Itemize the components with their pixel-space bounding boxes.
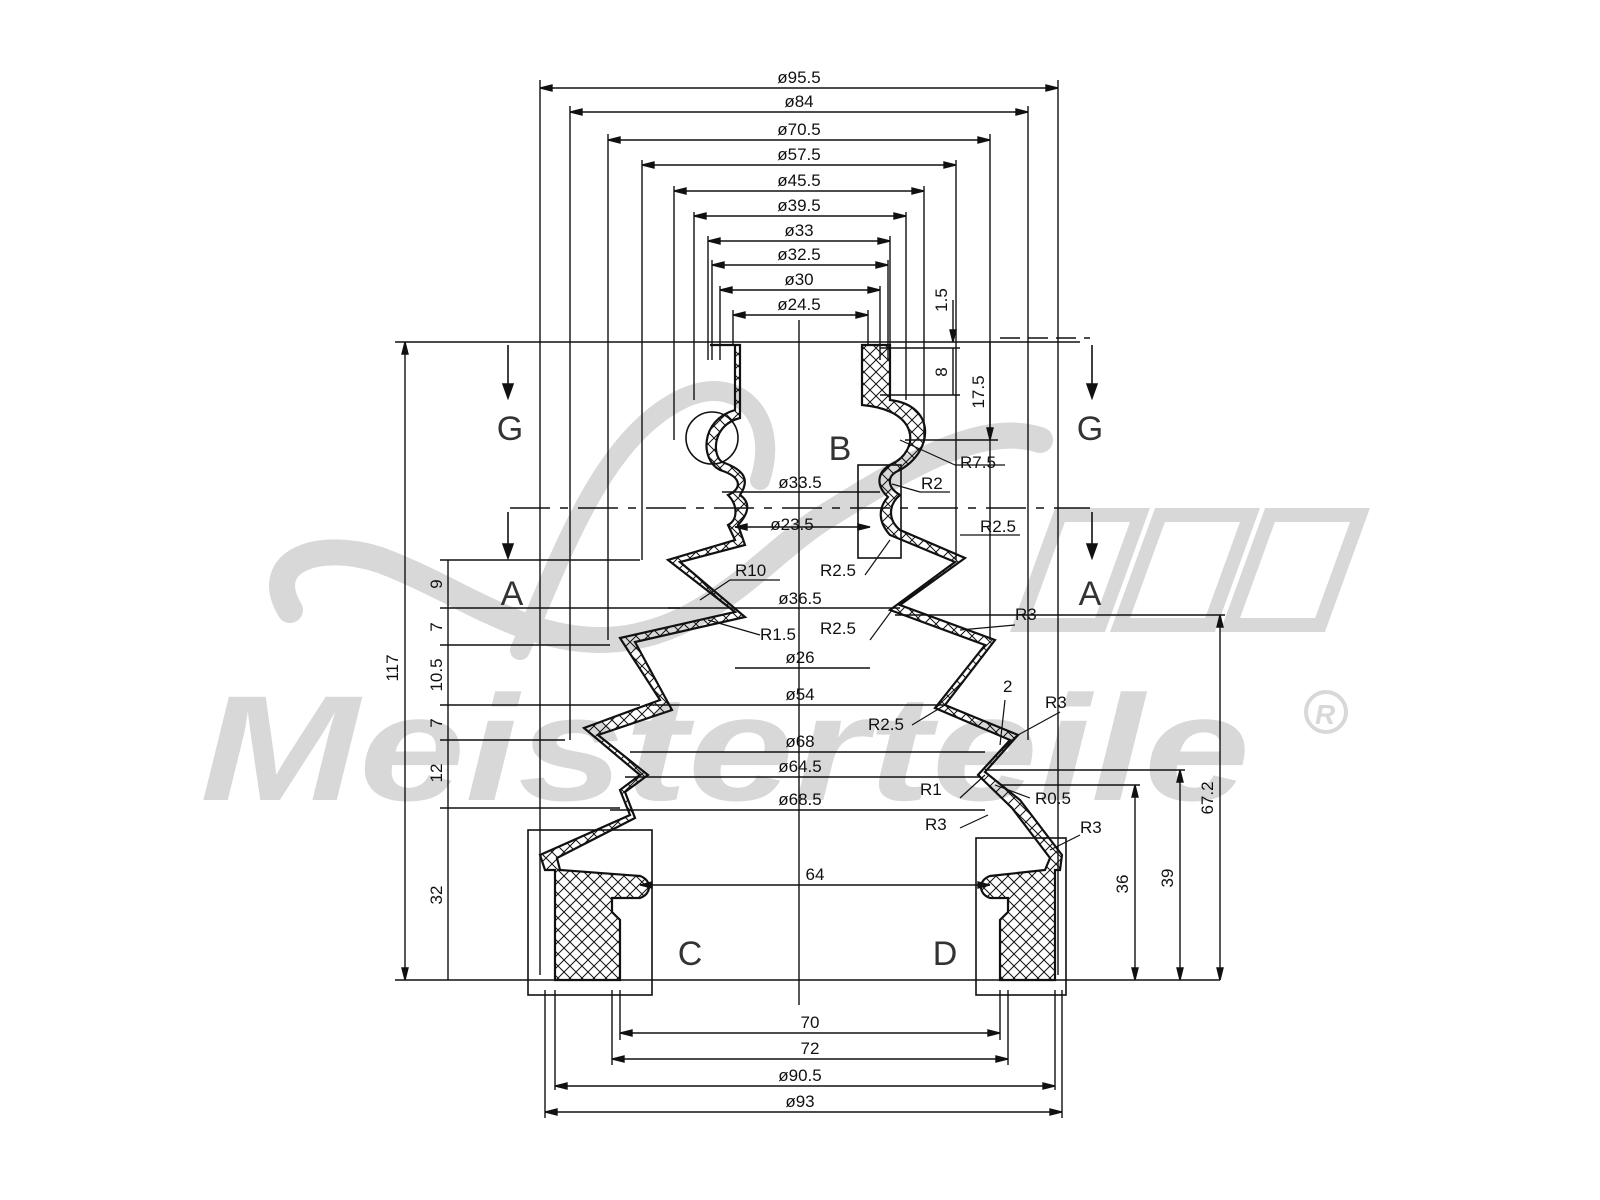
detail-box-b [857, 464, 902, 559]
dim-height-32: 32 [427, 886, 446, 905]
dim-height-117: 117 [383, 654, 402, 681]
dim-height-39: 39 [1158, 869, 1177, 888]
right-height-dimensions [880, 300, 1225, 981]
radius-r2-5-c: R2.5 [820, 619, 856, 638]
section-labels: G G A A [497, 410, 1103, 613]
bottom-diameter-labels: 70 72 ø90.5 ø93 [778, 1013, 821, 1111]
left-height-labels: 117 9 7 10.5 7 12 32 [383, 579, 446, 904]
dim-height-36: 36 [1113, 875, 1132, 894]
radius-r0-5: R0.5 [1035, 789, 1071, 808]
dim-height-10-5: 10.5 [427, 658, 446, 691]
groove-circle-b-left [685, 411, 739, 465]
dim-height-12: 12 [427, 764, 446, 783]
watermark-registered-circle [1304, 690, 1348, 734]
detail-label-b: B [829, 430, 852, 468]
dim-small-2: 2 [1003, 677, 1012, 696]
dim-height-67-2: 67.2 [1198, 781, 1217, 814]
section-g-left: G [497, 410, 523, 448]
radius-r2-5-b: R2.5 [820, 561, 856, 580]
detail-boxes [527, 464, 1067, 996]
inner-diameter-labels: ø33.5 ø23.5 ø36.5 ø26 ø54 ø68 ø64.5 ø68.… [770, 473, 824, 884]
dim-d57-5: ø57.5 [777, 145, 820, 164]
dim-70: 70 [801, 1013, 820, 1032]
dim-d68-5: ø68.5 [778, 790, 821, 809]
dim-d54: ø54 [785, 685, 814, 704]
reference-lines [395, 320, 1220, 1005]
dim-d33: ø33 [784, 221, 813, 240]
section-a-right: A [1079, 575, 1102, 613]
dim-72: 72 [801, 1039, 820, 1058]
radius-r3-a: R3 [1015, 605, 1037, 624]
section-a-left: A [501, 575, 524, 613]
dim-d39-5: ø39.5 [777, 196, 820, 215]
dim-d26: ø26 [785, 648, 814, 667]
detail-label-c: C [678, 935, 703, 973]
dim-height-7b: 7 [427, 718, 446, 727]
dim-d36-5: ø36.5 [778, 589, 821, 608]
dim-d93: ø93 [785, 1092, 814, 1111]
watermark-swoosh [269, 422, 1053, 654]
radius-r2-top: R2 [921, 474, 943, 493]
dim-d68: ø68 [785, 732, 814, 751]
radius-r3-b: R3 [1045, 693, 1067, 712]
radius-r10: R10 [735, 561, 766, 580]
right-height-labels: 1.5 8 17.5 36 39 67.2 [932, 288, 1217, 893]
dim-height-17-5: 17.5 [969, 375, 988, 408]
watermark: Meisterteile R [200, 381, 1370, 832]
dim-height-1-5: 1.5 [932, 288, 951, 312]
dim-d23-5: ø23.5 [770, 515, 813, 534]
top-diameter-labels: ø95.5 ø84 ø70.5 ø57.5 ø45.5 ø39.5 ø33 ø3… [777, 68, 820, 314]
dim-height-9: 9 [427, 579, 446, 588]
watermark-brand: Meisterteile [200, 664, 1250, 832]
detail-box-c [527, 829, 653, 996]
section-g-right: G [1077, 410, 1103, 448]
dim-d64-5: ø64.5 [778, 757, 821, 776]
dim-d90-5: ø90.5 [778, 1066, 821, 1085]
dim-d33-5: ø33.5 [778, 473, 821, 492]
dim-width-64: 64 [806, 865, 825, 884]
boot-wall-right [860, 343, 1064, 982]
bottom-diameter-dimensions [544, 990, 1063, 1118]
dim-height-7a: 7 [427, 622, 446, 631]
radius-r2-5-d: R2.5 [868, 715, 904, 734]
section-arrows [501, 345, 1099, 561]
radius-r1-5: R1.5 [760, 625, 796, 644]
dim-d24-5: ø24.5 [777, 295, 820, 314]
inner-diameter-dimensions [610, 491, 991, 889]
watermark-registered-mark: R [1315, 699, 1336, 730]
dim-d84: ø84 [784, 92, 813, 111]
radius-r3-c: R3 [925, 815, 947, 834]
dim-d95-5: ø95.5 [777, 68, 820, 87]
radius-r2-5-a: R2.5 [980, 517, 1016, 536]
dim-d32-5: ø32.5 [777, 245, 820, 264]
radius-leaders [699, 439, 1081, 851]
top-diameter-dimensions [539, 80, 1059, 975]
boot-wall-left [538, 343, 749, 982]
dim-d30: ø30 [784, 270, 813, 289]
dim-d45-5: ø45.5 [777, 171, 820, 190]
dim-d70-5: ø70.5 [777, 120, 820, 139]
watermark-swoosh-2 [510, 381, 776, 660]
dim-height-8: 8 [932, 367, 951, 376]
radius-labels: R7.5 R2 R2.5 R10 R2.5 R1.5 R2.5 R3 R2.5 … [735, 453, 1102, 837]
radius-r7-5: R7.5 [960, 453, 996, 472]
radius-r1: R1 [920, 780, 942, 799]
detail-labels: B C D [678, 430, 958, 973]
detail-box-d [975, 837, 1067, 996]
detail-label-d: D [933, 935, 958, 973]
radius-r3-d: R3 [1080, 818, 1102, 837]
left-height-dimensions [401, 341, 680, 981]
watermark-bars [1010, 508, 1370, 632]
